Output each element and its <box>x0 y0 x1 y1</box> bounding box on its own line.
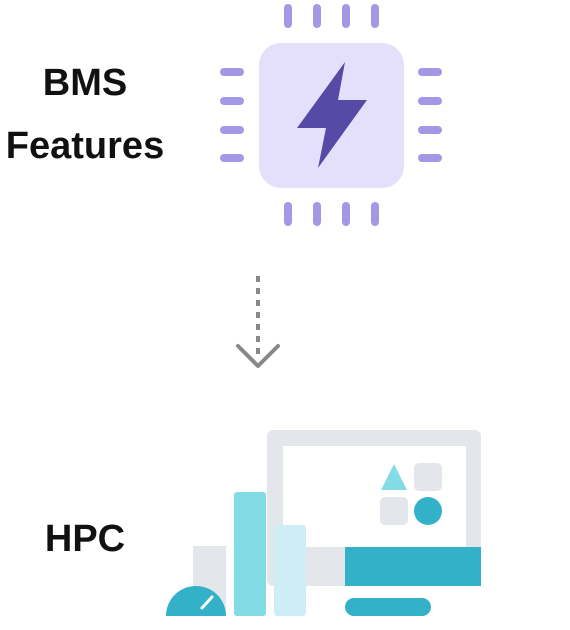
monitor-screen <box>283 446 466 547</box>
dashboard-analytics-icon <box>166 430 481 616</box>
lightning-bolt-icon <box>297 62 367 168</box>
bms-features-label-line2: Features <box>5 125 165 167</box>
gauge-needle <box>200 595 214 610</box>
square-icon-bottom <box>380 497 408 525</box>
bms-features-label-line1: BMS <box>42 62 128 104</box>
chip-top-pins <box>284 4 379 28</box>
chip-right-pins <box>418 68 442 162</box>
circle-icon <box>414 497 442 525</box>
triangle-icon <box>381 464 407 490</box>
monitor-base-bar <box>345 547 481 586</box>
hpc-label: HPC <box>44 518 126 560</box>
chip-left-pins <box>220 68 244 162</box>
chip-bottom-pins <box>284 202 379 226</box>
square-icon-top <box>414 463 442 491</box>
gauge-icon <box>166 586 226 616</box>
monitor-lower-bar <box>345 598 431 616</box>
bar-pale-teal <box>274 525 306 616</box>
dotted-down-arrow-icon <box>236 276 280 368</box>
bar-light-teal <box>234 492 266 616</box>
chip-lightning-icon <box>220 4 442 226</box>
